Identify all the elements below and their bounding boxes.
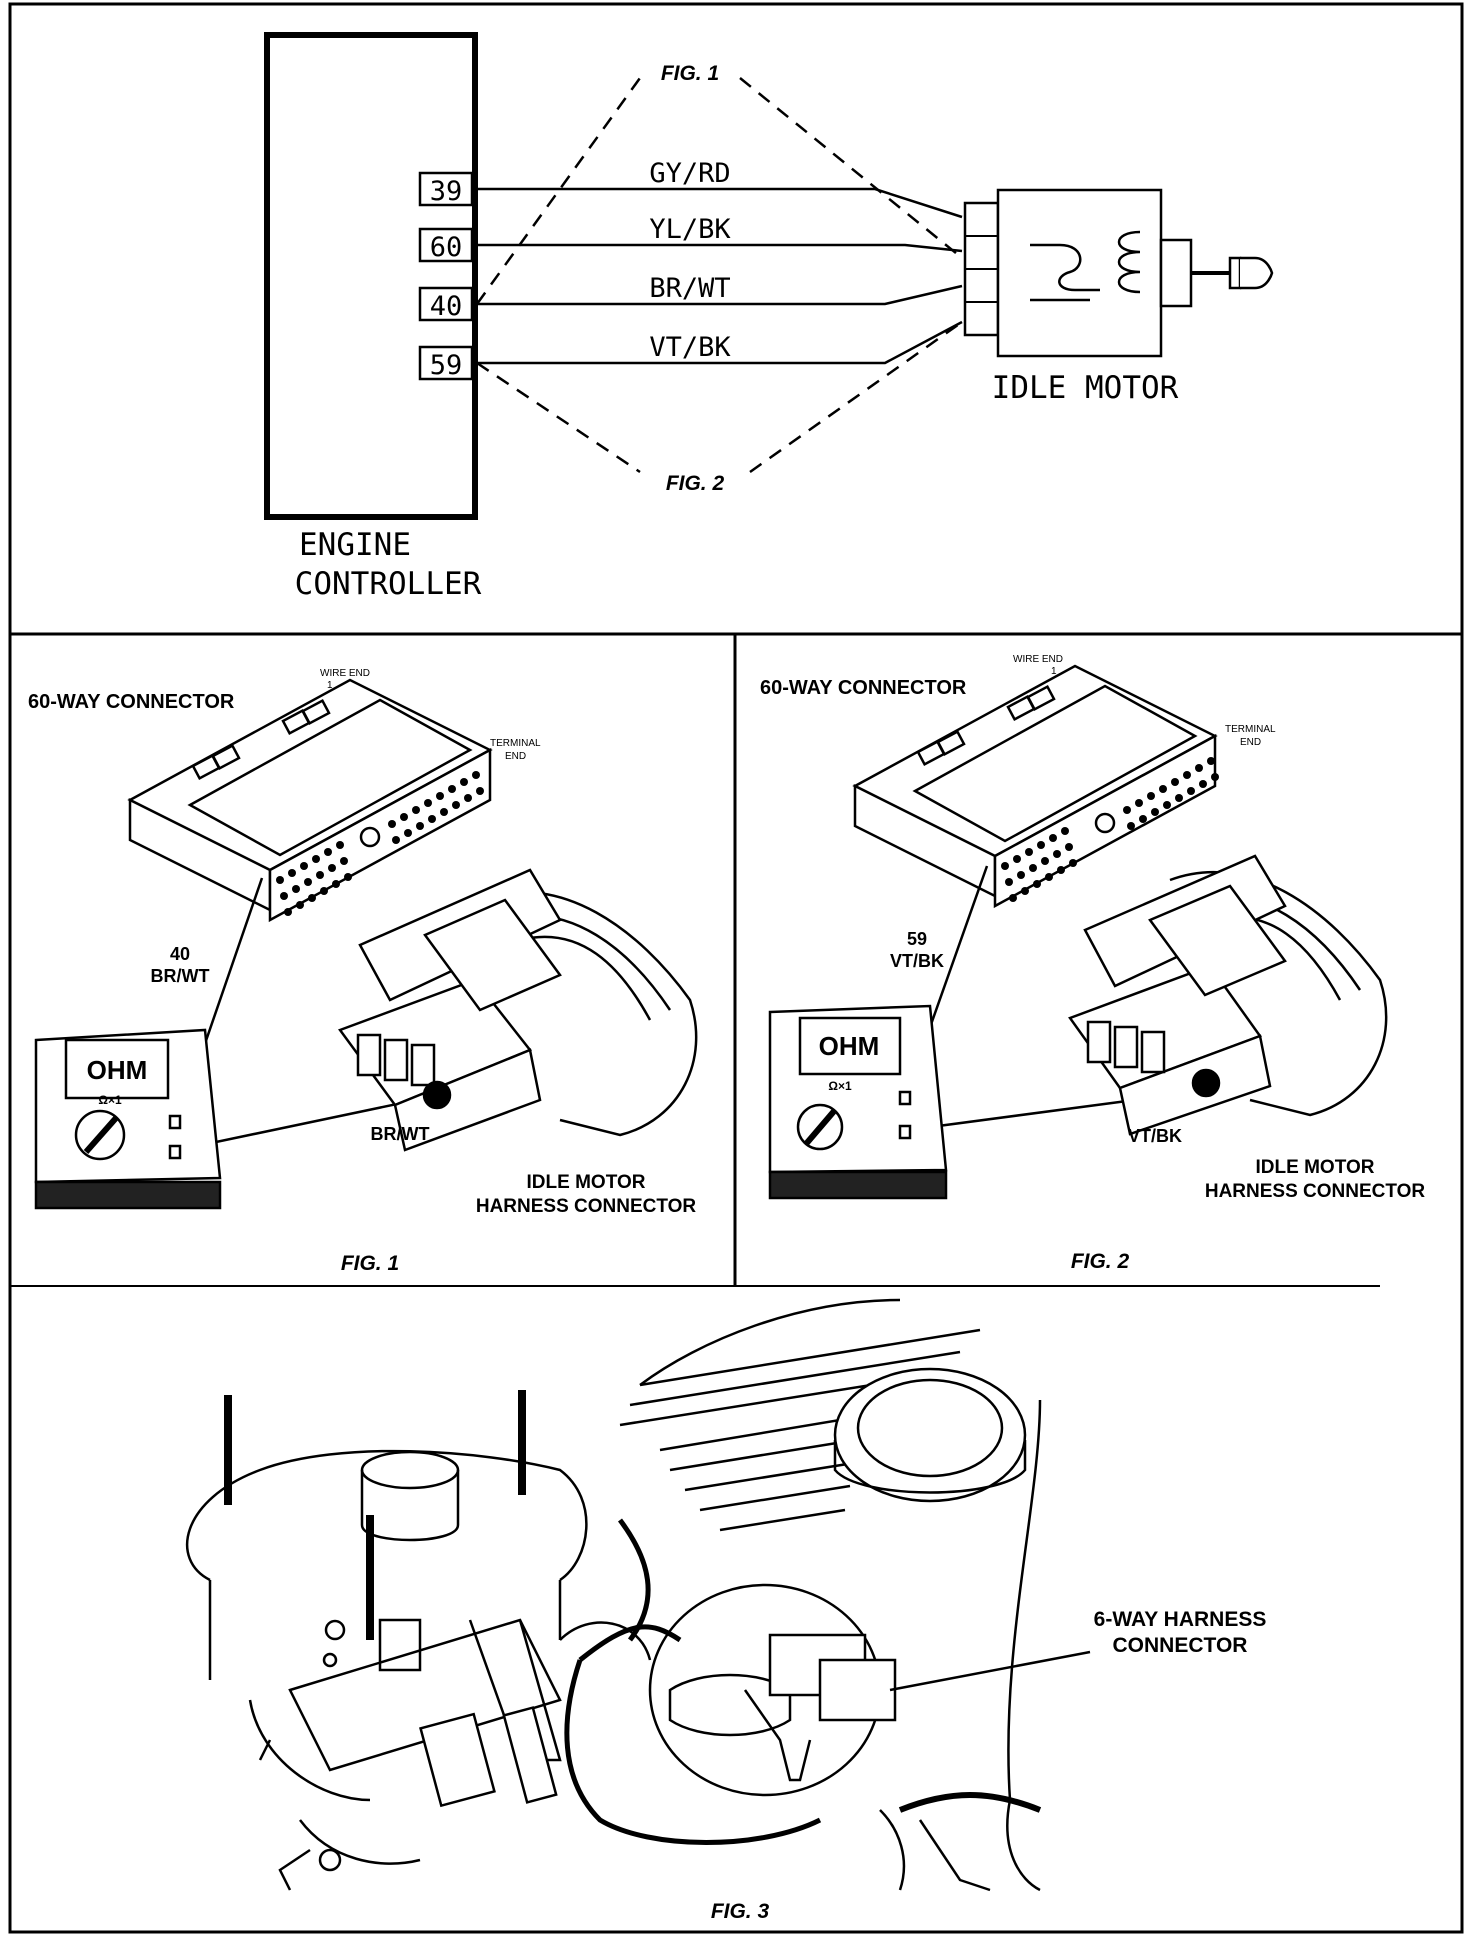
pin-box-39 — [418, 171, 474, 207]
fig1-callout-label: FIG. 1 — [661, 62, 719, 85]
fig1-harness-wire: BR/WT — [371, 1124, 430, 1144]
fig1-harness-connector — [338, 868, 698, 1152]
outer-frame — [8, 2, 1464, 1934]
fig1-probe-wire: BR/WT — [151, 966, 210, 986]
fig2-terminal-end-2: END — [1240, 737, 1261, 748]
pin-label-40: 40 — [430, 291, 463, 322]
fig3-callout-line1: 6-WAY HARNESS — [1094, 1608, 1267, 1631]
fig3-engine-illustration — [185, 1298, 1042, 1892]
fig1-panel: 60-WAY CONNECTOR WIRE END 1 TERMINAL END — [28, 668, 698, 1275]
fig2-meter-display: OHM — [819, 1031, 880, 1061]
wire-label-gy-rd: GY/RD — [649, 158, 730, 189]
fig1-caption: FIG. 1 — [341, 1252, 399, 1275]
fig2-harness-label-2: HARNESS CONNECTOR — [1205, 1181, 1426, 1202]
fig1-connector-pins — [276, 771, 484, 916]
fig2-wire-end: WIRE END — [1013, 654, 1063, 665]
fig2-60way-connector — [852, 664, 1218, 909]
fig2-connector-title: 60-WAY CONNECTOR — [760, 677, 967, 699]
wire-label-vt-bk: VT/BK — [649, 332, 731, 363]
fig3-panel: 6-WAY HARNESS CONNECTOR FIG. 3 — [185, 1298, 1267, 1923]
fig1-60way-connector — [127, 678, 493, 923]
idle-motor-label: IDLE MOTOR — [992, 370, 1179, 406]
fig1-terminal-end-2: END — [505, 751, 526, 762]
wire-vt-bk — [472, 320, 963, 365]
fig2-dashed-callout — [476, 320, 963, 474]
fig2-harness-connector — [1068, 854, 1388, 1136]
fig2-ohmmeter — [768, 1004, 948, 1200]
pin-label-60: 60 — [430, 232, 463, 263]
wire-yl-bk — [472, 243, 963, 253]
controller-label-line2: CONTROLLER — [295, 566, 482, 602]
wire-gy-rd — [472, 187, 963, 219]
fig2-harness-wire: VT/BK — [1128, 1126, 1182, 1146]
pin-label-59: 59 — [430, 350, 463, 381]
pin-label-39: 39 — [430, 176, 463, 207]
fig2-callout-label: FIG. 2 — [666, 472, 725, 495]
wire-label-br-wt: BR/WT — [649, 273, 730, 304]
fig3-callout-line2: CONNECTOR — [1113, 1634, 1248, 1657]
fig1-harness-label-2: HARNESS CONNECTOR — [476, 1196, 697, 1217]
fig2-wire-end-num: 1 — [1051, 666, 1057, 677]
fig2-panel: 60-WAY CONNECTOR WIRE END 1 TERMINAL END… — [760, 654, 1425, 1273]
engine-controller-box — [264, 32, 478, 520]
fig3-caption: FIG. 3 — [711, 1900, 770, 1923]
fig2-caption: FIG. 2 — [1071, 1250, 1130, 1273]
fig2-meter-range: Ω×1 — [828, 1079, 852, 1093]
fig1-terminal-end-1: TERMINAL — [490, 738, 541, 749]
fig1-meter-display: OHM — [87, 1055, 148, 1085]
fig1-wire-end: WIRE END — [320, 668, 370, 679]
fig2-terminal-end-1: TERMINAL — [1225, 724, 1276, 735]
fig2-probe-wire: VT/BK — [890, 951, 944, 971]
fig1-wire-end-num: 1 — [327, 680, 333, 691]
pin-box-59 — [418, 345, 474, 381]
fig1-meter-range: Ω×1 — [98, 1093, 122, 1107]
fig1-connector-title: 60-WAY CONNECTOR — [28, 691, 235, 713]
schematic-panel: ENGINE CONTROLLER 39 60 40 59 GY/RD YL/B… — [264, 32, 1274, 602]
fig2-harness-label-1: IDLE MOTOR — [1256, 1157, 1375, 1178]
fig1-dashed-callout — [475, 77, 963, 305]
wire-label-yl-bk: YL/BK — [649, 214, 731, 245]
wire-br-wt — [472, 284, 963, 306]
fig1-probe-pin: 40 — [170, 944, 190, 964]
fig1-harness-label-1: IDLE MOTOR — [527, 1172, 646, 1193]
fig2-connector-pins — [1001, 757, 1219, 902]
fig1-ohmmeter — [34, 1028, 222, 1210]
pin-box-60 — [418, 227, 474, 263]
idle-motor-symbol — [963, 188, 1274, 358]
fig3-callout-line — [889, 1650, 1091, 1692]
fig2-probe-pin: 59 — [907, 929, 927, 949]
controller-label-line1: ENGINE — [299, 527, 411, 563]
